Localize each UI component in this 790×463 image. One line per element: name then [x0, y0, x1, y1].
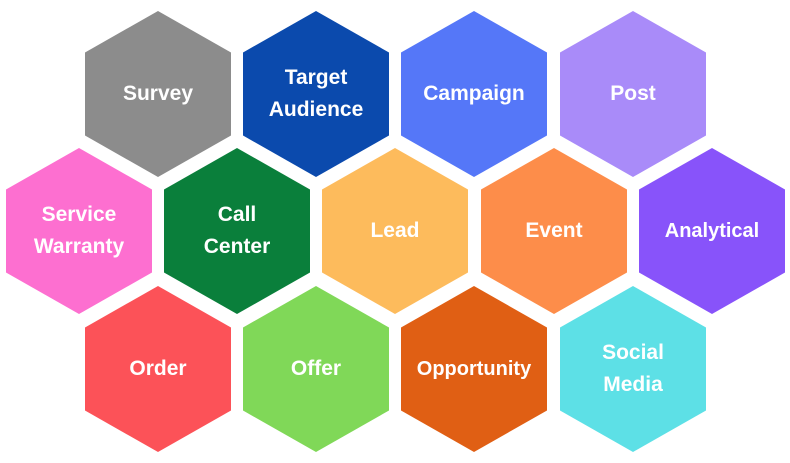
hex-service-warranty: Service Warranty [6, 148, 152, 314]
hex-label-service-warranty: Service Warranty [33, 203, 125, 258]
hex-social-media: Social Media [560, 286, 706, 452]
hex-target-audience: Target Audience [243, 11, 389, 177]
hex-label-social-media: Social Media [602, 341, 664, 396]
hex-opportunity: Opportunity [401, 286, 547, 452]
hex-label-order: Order [129, 357, 187, 380]
hex-order: Order [85, 286, 231, 452]
hex-label-call-center: Call Center [203, 203, 271, 258]
hex-label-survey: Survey [122, 82, 194, 105]
hex-post: Post [560, 11, 706, 177]
hex-label-offer: Offer [290, 357, 342, 380]
hex-event: Event [481, 148, 627, 314]
hex-offer: Offer [243, 286, 389, 452]
hex-call-center: Call Center [164, 148, 310, 314]
hex-survey: Survey [85, 11, 231, 177]
hex-lead: Lead [322, 148, 468, 314]
hex-label-campaign: Campaign [423, 82, 525, 105]
hex-campaign: Campaign [401, 11, 547, 177]
hex-label-event: Event [525, 219, 583, 242]
hex-label-target-audience: Target Audience [268, 66, 364, 121]
hex-label-lead: Lead [370, 219, 420, 242]
hex-label-analytical: Analytical [664, 220, 760, 242]
hex-label-opportunity: Opportunity [416, 358, 532, 380]
hex-label-post: Post [610, 82, 656, 105]
hex-analytical: Analytical [639, 148, 785, 314]
